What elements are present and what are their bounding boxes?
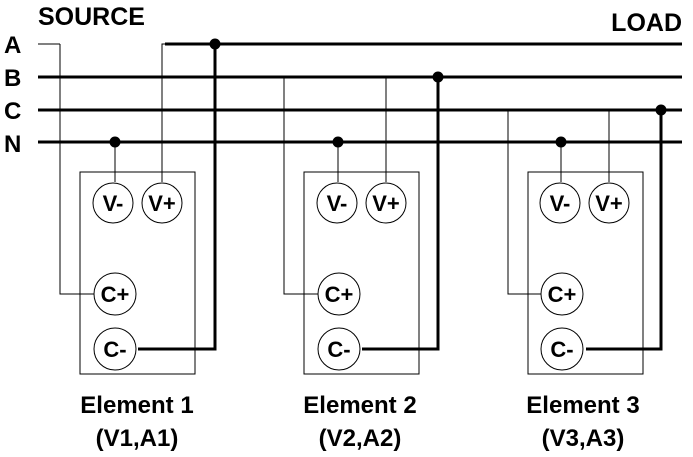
- c-plus-label: C+: [325, 282, 354, 307]
- source-label: SOURCE: [38, 3, 145, 31]
- v-plus-label: V+: [148, 191, 176, 216]
- v-plus-tap: [385, 76, 438, 182]
- current-out-wire: [362, 77, 440, 351]
- v-minus-terminal: [316, 182, 358, 224]
- v-plus-terminal: [141, 182, 183, 224]
- element-1: V- V+ C+ C- Element 1 (V1,A1): [59, 38, 221, 452]
- c-plus-terminal: [93, 272, 137, 316]
- v-plus-tap: [608, 109, 661, 182]
- junction-dot: [109, 136, 121, 148]
- junction-dot: [555, 136, 567, 148]
- v-minus-terminal: [92, 182, 134, 224]
- c-plus-label: C+: [101, 282, 130, 307]
- v-plus-label: V+: [595, 191, 623, 216]
- element-name: Element 1: [80, 392, 193, 419]
- element-channels: (V2,A2): [319, 425, 402, 452]
- element-name: Element 2: [303, 392, 416, 419]
- element-channels: (V1,A1): [96, 425, 179, 452]
- v-plus-terminal: [365, 182, 407, 224]
- current-in-wire: [283, 77, 318, 295]
- c-plus-terminal: [317, 272, 361, 316]
- phase-label-a: A: [4, 32, 21, 59]
- v-minus-label: V-: [327, 191, 348, 216]
- v-minus-label: V-: [550, 191, 571, 216]
- c-minus-terminal: [93, 327, 137, 371]
- c-minus-terminal: [317, 327, 361, 371]
- load-label: LOAD: [611, 9, 682, 37]
- v-plus-label: V+: [372, 191, 400, 216]
- c-plus-terminal: [540, 272, 584, 316]
- v-plus-terminal: [588, 182, 630, 224]
- current-out-wire: [586, 110, 663, 351]
- current-in-wire: [507, 110, 542, 295]
- c-minus-label: C-: [103, 337, 126, 362]
- c-minus-terminal: [540, 327, 584, 371]
- element-name: Element 3: [526, 392, 639, 419]
- phase-label-c: C: [4, 98, 21, 125]
- v-minus-terminal: [539, 182, 581, 224]
- c-minus-label: C-: [327, 337, 350, 362]
- junction-dot: [332, 136, 344, 148]
- element-2: V- V+ C+ C- Element 2 (V2,A2): [283, 71, 444, 452]
- junction-dot: [209, 38, 221, 50]
- phase-label-b: B: [4, 65, 21, 92]
- element-channels: (V3,A3): [542, 425, 625, 452]
- current-in-wire: [59, 44, 94, 295]
- current-out-wire: [138, 44, 217, 351]
- v-minus-label: V-: [103, 191, 124, 216]
- v-plus-tap: [161, 43, 165, 182]
- element-3: V- V+ C+ C- Element 3 (V3,A3): [507, 104, 667, 452]
- c-minus-label: C-: [550, 337, 573, 362]
- c-plus-label: C+: [548, 282, 577, 307]
- phase-label-n: N: [4, 131, 21, 158]
